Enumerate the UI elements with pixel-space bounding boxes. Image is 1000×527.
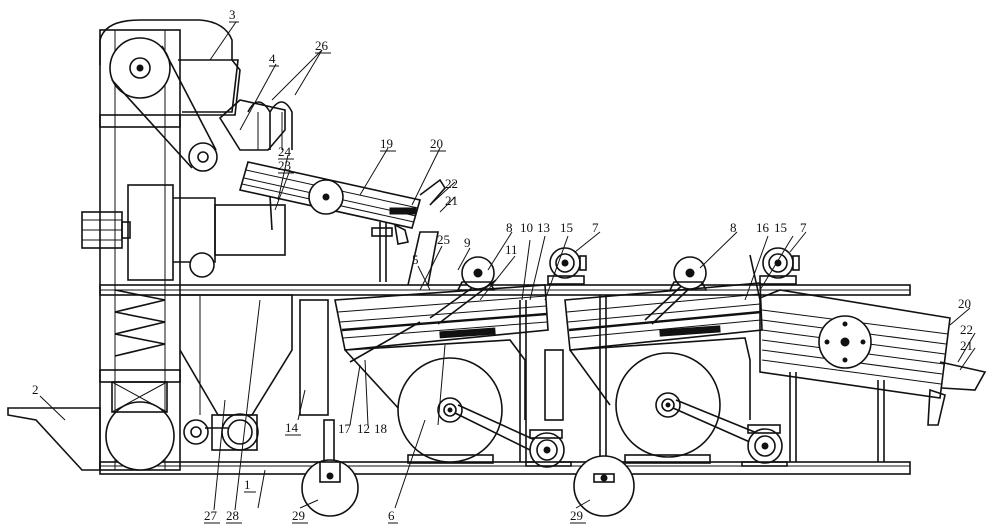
label-20-right: 20 bbox=[958, 296, 971, 311]
label-9: 9 bbox=[464, 235, 471, 250]
label-17: 17 bbox=[338, 421, 352, 436]
label-24: 24 bbox=[278, 144, 292, 159]
label-23: 23 bbox=[278, 158, 291, 173]
leader-lines bbox=[39, 21, 976, 511]
label-16: 16 bbox=[756, 220, 770, 235]
label-21-top: 21 bbox=[445, 193, 458, 208]
screen-deck-1 bbox=[334, 256, 549, 363]
label-10: 10 bbox=[520, 220, 533, 235]
lower-hopper-2 bbox=[569, 337, 751, 420]
label-29-right: 29 bbox=[570, 508, 583, 523]
fan-motor-left bbox=[525, 429, 572, 468]
bottom-pulley bbox=[105, 381, 175, 471]
motor-7-left bbox=[547, 247, 587, 285]
part-labels: 1 2 3 4 5 6 7 7 8 8 9 10 11 12 13 14 15 … bbox=[32, 7, 973, 523]
label-4: 4 bbox=[269, 51, 276, 66]
fan-drum-right bbox=[615, 352, 758, 464]
screen-deck-2 bbox=[564, 254, 763, 351]
duct-25 bbox=[407, 231, 439, 286]
label-13: 13 bbox=[537, 220, 550, 235]
label-underlines bbox=[204, 21, 586, 524]
label-7-right: 7 bbox=[800, 220, 807, 235]
upper-screen-19 bbox=[238, 161, 446, 282]
hopper-3 bbox=[178, 59, 239, 113]
label-5: 5 bbox=[412, 252, 419, 267]
blower-motor bbox=[81, 184, 286, 281]
chute-4 bbox=[218, 99, 293, 151]
label-28: 28 bbox=[226, 508, 239, 523]
label-2: 2 bbox=[32, 382, 39, 397]
label-15-left: 15 bbox=[560, 220, 573, 235]
fan-motor-right bbox=[741, 424, 788, 467]
lower-hopper-1 bbox=[344, 339, 564, 421]
label-6: 6 bbox=[388, 508, 395, 523]
label-21-right: 21 bbox=[960, 338, 973, 353]
label-15-right: 15 bbox=[774, 220, 787, 235]
fan-funnel bbox=[179, 294, 293, 451]
label-19: 19 bbox=[380, 136, 393, 151]
label-8-left: 8 bbox=[506, 220, 513, 235]
wheel-left bbox=[301, 459, 359, 517]
label-29-left: 29 bbox=[292, 508, 305, 523]
motor-7-right bbox=[759, 247, 800, 285]
label-22-right: 22 bbox=[960, 322, 973, 337]
elevator-column bbox=[7, 29, 181, 471]
label-27: 27 bbox=[204, 508, 218, 523]
panel-14 bbox=[299, 299, 335, 463]
label-1: 1 bbox=[244, 477, 251, 492]
label-7-left: 7 bbox=[592, 220, 599, 235]
label-12: 12 bbox=[357, 421, 370, 436]
label-3: 3 bbox=[229, 7, 236, 22]
label-22-top: 22 bbox=[445, 176, 458, 191]
label-26: 26 bbox=[315, 38, 329, 53]
fan-drum-left bbox=[397, 357, 536, 464]
label-11: 11 bbox=[505, 242, 518, 257]
wheel-right bbox=[573, 455, 635, 517]
label-8-right: 8 bbox=[730, 220, 737, 235]
top-pulley-housing bbox=[99, 19, 241, 172]
drum-screen-right bbox=[759, 289, 987, 462]
label-14: 14 bbox=[285, 420, 299, 435]
label-25: 25 bbox=[437, 232, 450, 247]
label-20-top: 20 bbox=[430, 136, 443, 151]
label-18: 18 bbox=[374, 421, 387, 436]
